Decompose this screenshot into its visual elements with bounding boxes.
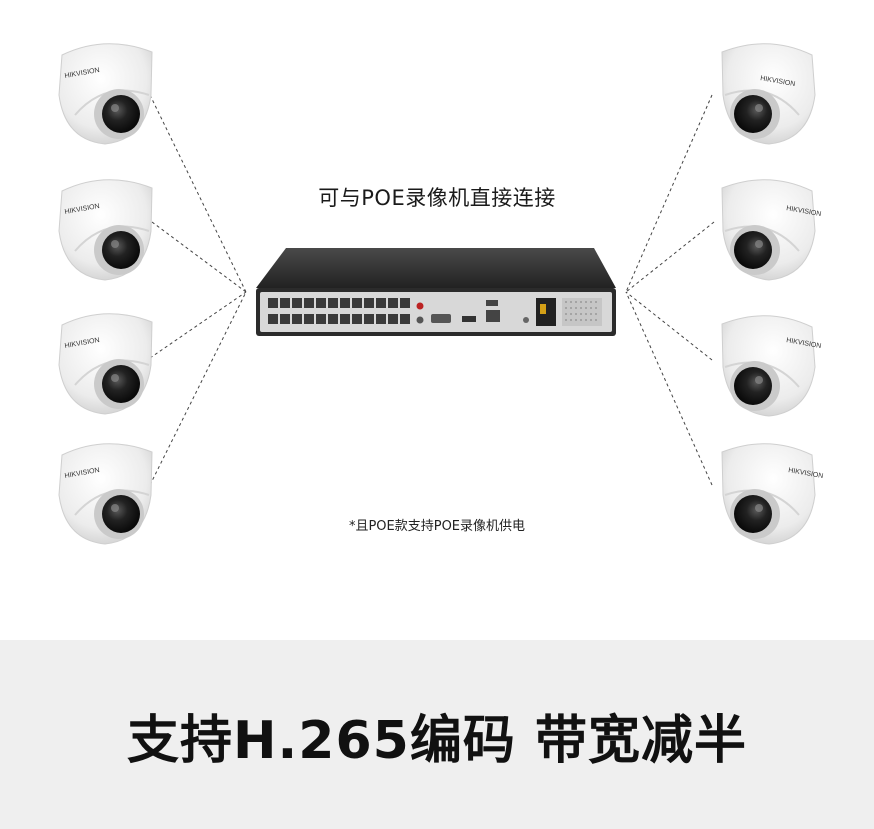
usb-port [486,300,498,306]
link-line [149,291,247,486]
vent-grille [562,298,602,326]
link-line [625,291,713,361]
hdmi-port [462,316,476,322]
camera-right-1 [721,43,816,145]
product-diagram: HIKVISION HIKVISION HIKVISION HIKVISION [58,43,824,545]
feature-banner-text: 支持H.265编码 带宽减半 [127,711,747,771]
camera-left-2: HIKVISION [58,179,153,281]
nvr-top [256,248,616,288]
camera-right-3 [721,315,816,417]
feature-banner: 支持H.265编码 带宽减半 [0,640,874,829]
audio-jack [416,302,424,310]
link-line [151,221,247,293]
poe-ports [268,298,410,324]
camera-right-4 [721,443,816,545]
poe-footnote: *且POE款支持POE录像机供电 [348,519,526,534]
poe-nvr [256,248,616,336]
camera-left-1: HIKVISION [58,43,153,145]
camera-right-2 [721,179,816,281]
left-link-lines [149,94,247,486]
lan-port [486,310,500,322]
link-line [149,291,247,359]
vga-port [431,314,451,323]
camera-left-3: HIKVISION [58,313,153,415]
audio-jack [416,316,424,324]
link-line [149,94,247,293]
link-line [625,291,713,486]
camera-network-illustration: HIKVISION HIKVISION HIKVISION HIKVISION [58,43,824,545]
connection-headline: 可与POE录像机直接连接 [318,186,556,210]
ground-screw [523,317,529,323]
right-link-lines [625,94,715,486]
link-line [625,221,715,293]
camera-left-4: HIKVISION [58,443,153,545]
